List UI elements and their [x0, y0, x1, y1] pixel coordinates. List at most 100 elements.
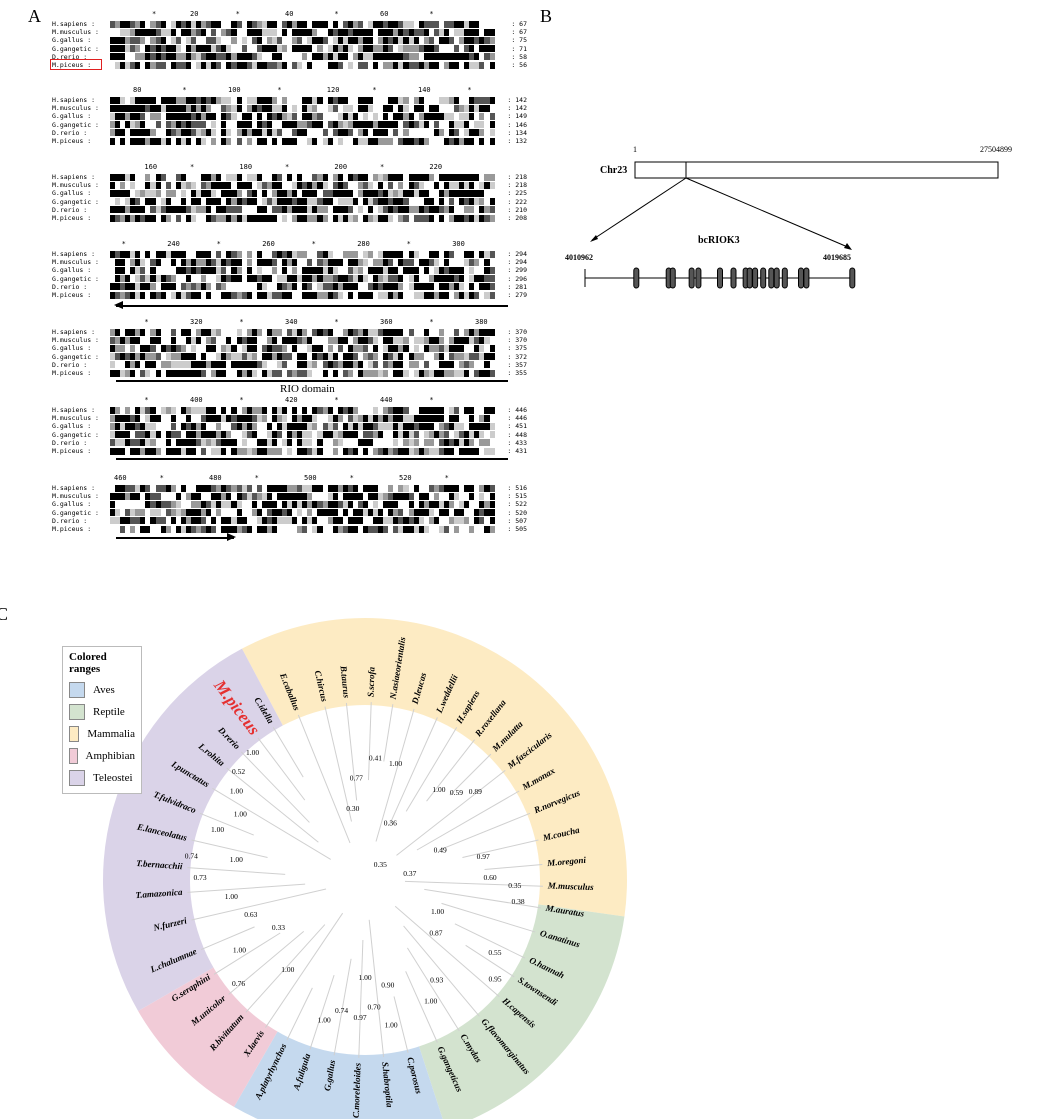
alignment-row: M.piceus :: 431	[52, 447, 532, 455]
tree-branch	[309, 974, 335, 1050]
leaf-label: G.flavomarginatus	[480, 1016, 533, 1076]
alignment-row: G.gangetic :: 71	[52, 45, 532, 53]
alignment-row: G.gangetic :: 448	[52, 431, 532, 439]
alignment-row: D.rerio :: 281	[52, 283, 532, 291]
tree-branch	[324, 706, 352, 822]
leaf-label: R.norvegicus	[532, 787, 582, 815]
species-name: D.rerio :	[52, 205, 88, 214]
species-name: D.rerio :	[52, 438, 88, 447]
legend-item: Reptile	[69, 701, 135, 723]
species-name: G.gangetic :	[52, 44, 99, 53]
species-name: H.sapiens :	[52, 250, 96, 259]
bootstrap-value: 1.00	[233, 946, 246, 955]
residue-count: : 375	[507, 344, 527, 353]
residue-count: : 294	[507, 258, 527, 267]
alignment-row: M.musculus :: 142	[52, 104, 532, 112]
leaf-label: O.hannah	[528, 955, 566, 981]
clade-range-mammalia	[241, 618, 628, 917]
alignment-ruler: 460*480*500*520*	[52, 474, 532, 484]
sequence-track	[110, 447, 495, 455]
panel-a-label: A	[28, 6, 41, 26]
species-name: M.musculus :	[52, 258, 99, 267]
residue-count: : 132	[507, 137, 527, 146]
sequence-track	[110, 439, 495, 447]
sequence-track	[110, 250, 495, 258]
residue-count: : 355	[507, 369, 527, 378]
ruler-tick: 320	[190, 318, 203, 326]
alignment-row: G.gangetic :: 222	[52, 198, 532, 206]
ruler-tick: 120	[326, 86, 340, 94]
residue-count: : 67	[511, 28, 527, 37]
residue-count: : 372	[507, 352, 527, 361]
alignment-ruler: *240*260*280*300	[52, 240, 532, 250]
bootstrap-value: 1.00	[230, 786, 243, 795]
ruler-tick: 160	[144, 163, 158, 171]
tree-branch	[228, 931, 305, 995]
alignment-ruler: *400*420*440*	[52, 396, 532, 406]
exon-block	[803, 267, 810, 289]
exon-block	[688, 267, 695, 289]
sequence-track	[110, 525, 495, 533]
species-name: G.gallus :	[52, 112, 92, 121]
ruler-tick: *	[277, 86, 282, 94]
clade-range-reptile	[386, 889, 625, 1119]
tree-branch	[484, 863, 543, 871]
sequence-track	[110, 96, 495, 104]
tree-branch	[191, 888, 327, 921]
ruler-tick: 200	[334, 163, 348, 171]
species-name: M.piceus :	[52, 214, 92, 223]
bootstrap-value: 1.00	[389, 759, 402, 768]
leaf-label: M.coucha	[541, 825, 581, 843]
alignment-ruler: 160*180*200*220	[52, 163, 532, 173]
tree-branch	[462, 839, 539, 858]
zoom-line-left	[591, 177, 687, 241]
tree-branch	[272, 727, 304, 778]
leaf-label: R.bivittatum	[207, 1012, 246, 1053]
species-name: D.rerio :	[52, 128, 88, 137]
leaf-label: G.seraphini	[170, 972, 213, 1004]
exon-block	[798, 267, 804, 289]
tree-branch	[396, 770, 506, 856]
sequence-track	[110, 20, 495, 28]
exon-block	[633, 267, 640, 289]
ruler-tick: 240	[167, 240, 180, 248]
residue-count: : 146	[507, 120, 527, 129]
ruler-tick: *	[429, 318, 434, 326]
alignment-row: D.rerio :: 58	[52, 53, 532, 61]
leaf-label: C.porosus	[405, 1056, 424, 1095]
residue-count: : 446	[507, 414, 527, 423]
tree-branch	[226, 767, 319, 843]
tree-branch	[368, 919, 385, 1058]
tree-branch	[333, 958, 352, 1056]
leaf-label: M.fascicularis	[505, 730, 554, 772]
panel-b-label: B	[540, 6, 553, 26]
chromosome-bar	[634, 161, 999, 179]
legend-swatch	[69, 704, 85, 720]
sequence-track	[110, 291, 495, 299]
species-name: H.sapiens :	[52, 173, 96, 182]
leaf-label: L.rohita	[196, 741, 227, 769]
sequence-track	[110, 129, 495, 137]
legend-swatch	[69, 748, 78, 764]
ruler-tick: *	[144, 318, 149, 326]
ruler-tick: 60	[380, 10, 389, 18]
residue-count: : 67	[511, 20, 527, 29]
tree-branch	[403, 925, 480, 1017]
clade-range-aves	[234, 940, 443, 1119]
species-name: D.rerio :	[52, 282, 88, 291]
bootstrap-value: 0.41	[369, 753, 382, 762]
alignment-row: H.sapiens :: 67	[52, 20, 532, 28]
species-name: H.sapiens :	[52, 484, 96, 493]
legend-item: Amphibian	[69, 745, 135, 767]
tree-branch	[286, 987, 313, 1041]
sequence-track	[110, 422, 495, 430]
alignment-row: M.piceus :: 279	[52, 291, 532, 299]
bootstrap-value: 0.38	[512, 897, 525, 906]
tree-branch	[449, 753, 492, 796]
alignment-ruler: *20*40*60*	[52, 10, 532, 20]
ruler-tick: 440	[380, 396, 393, 404]
sequence-track	[110, 266, 495, 274]
leaf-label: S.scrofa	[365, 666, 376, 697]
residue-count: : 299	[507, 266, 527, 275]
highlight-box-m-piceus	[50, 59, 102, 70]
